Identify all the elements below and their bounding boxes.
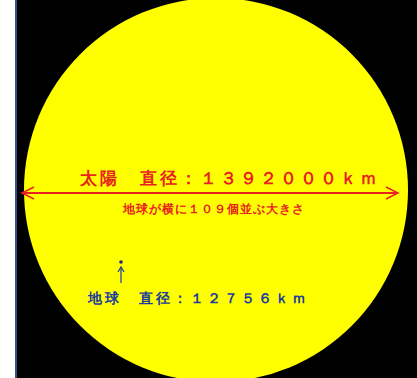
comparison-note: 地球が横に１０９個並ぶ大きさ [123, 203, 305, 217]
earth-diameter-label: 地球 直径：１２７５６ｋｍ [88, 290, 309, 306]
pointer-arrow [118, 267, 124, 272]
pointer-arrow [120, 268, 121, 283]
sun-shape [24, 0, 408, 378]
arrow-head [386, 187, 398, 199]
sun-disc: 太陽 直径：１３９２０００ｋｍ 地球が横に１０９個並ぶ大きさ [24, 0, 408, 378]
sun-circle [24, 0, 408, 378]
arrow-head [22, 187, 34, 199]
diameter-line [22, 192, 398, 194]
sun-diameter-label: 太陽 直径：１３９２０００ｋｍ [80, 169, 380, 189]
edge-strip [15, 0, 17, 378]
earth-dot [119, 260, 123, 264]
